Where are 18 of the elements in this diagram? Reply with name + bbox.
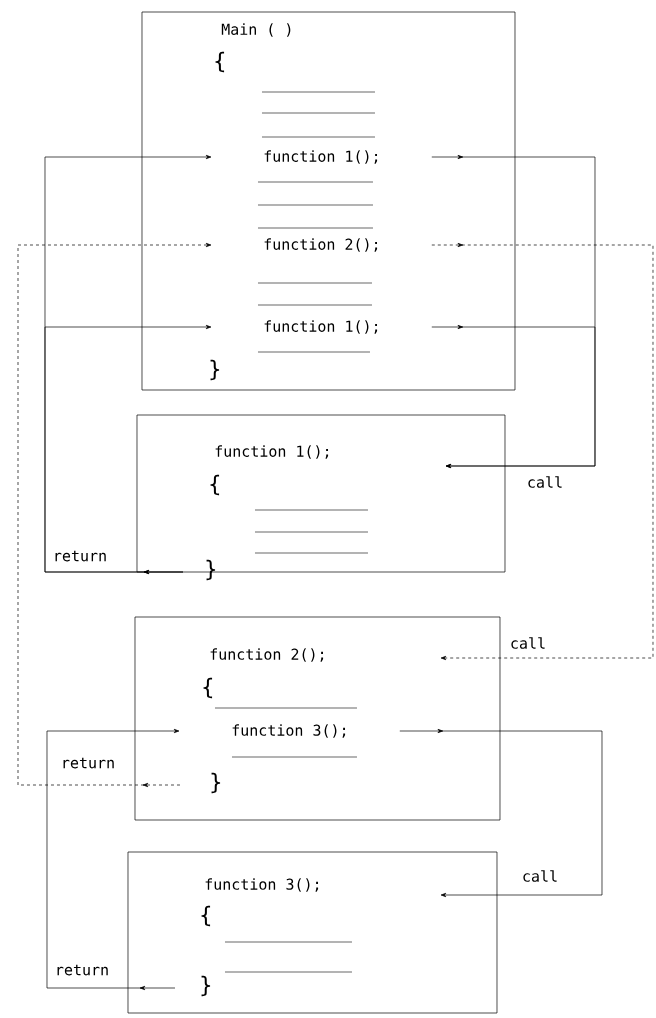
- function-call: function 1();: [264, 150, 378, 164]
- arrow: [46, 728, 180, 991]
- function-call: function 2();: [264, 238, 378, 252]
- edge-label: call: [525, 475, 565, 489]
- code-box: function 3(); { }: [127, 851, 498, 1014]
- arrow: [431, 242, 654, 661]
- function-call: function 3();: [232, 724, 346, 738]
- edge-label: return: [51, 549, 109, 563]
- function-call: function 1();: [264, 320, 378, 334]
- edge-label: return: [53, 963, 111, 977]
- code-box: function 1(); { }: [136, 414, 506, 581]
- arrow: [44, 324, 212, 575]
- edge-label: return: [59, 756, 117, 770]
- edge-label: call: [508, 636, 548, 650]
- arrow: [17, 242, 212, 788]
- arrow: [399, 728, 603, 898]
- edge-label: call: [520, 869, 560, 883]
- arrow: [431, 324, 596, 469]
